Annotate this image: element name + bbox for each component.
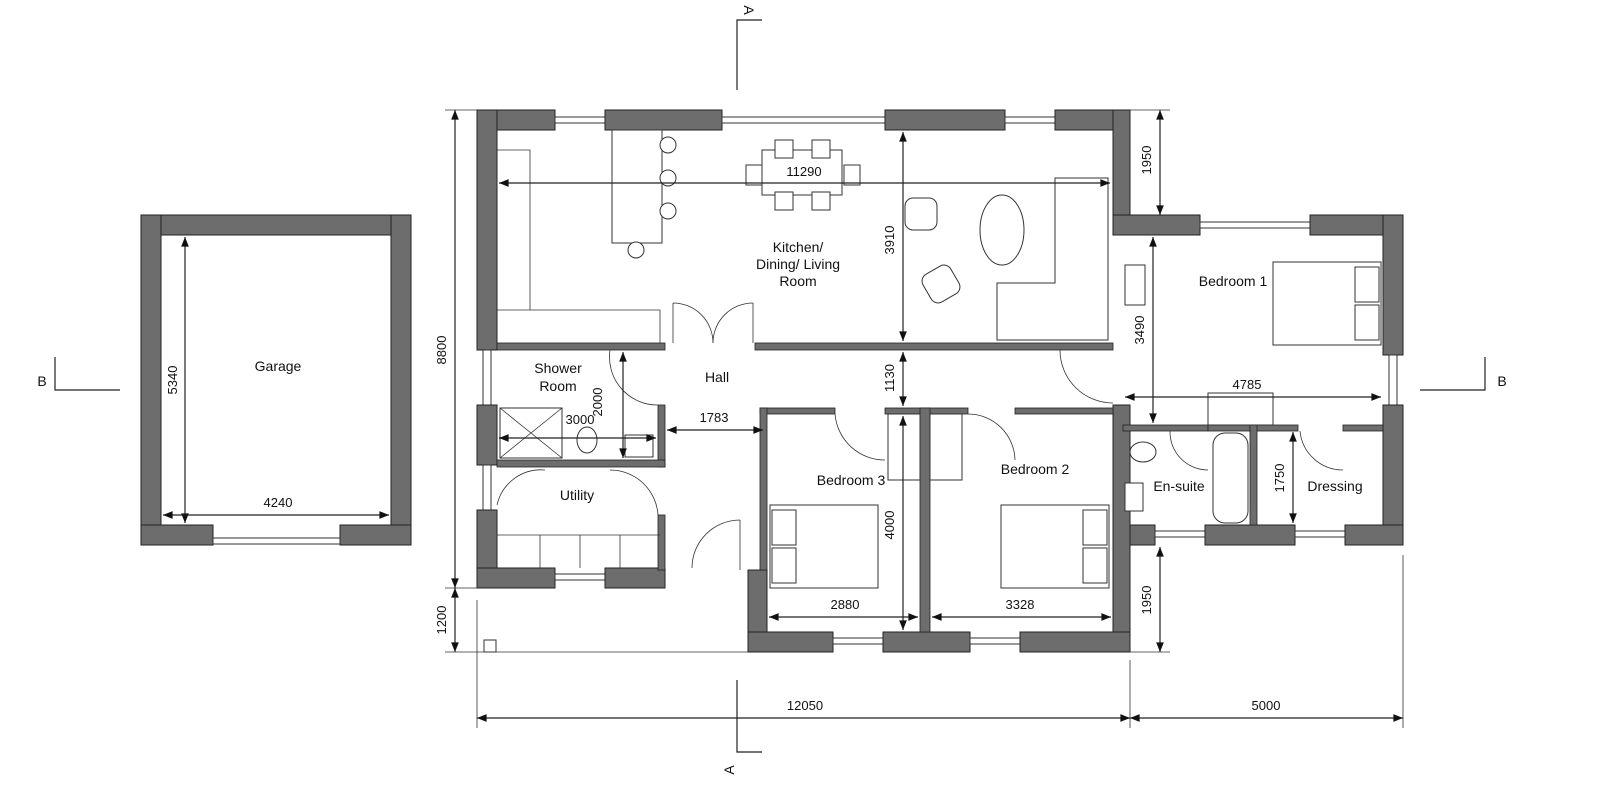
section-b-left-label: B	[37, 373, 46, 389]
dimension-labels: 11290 3910 1950 3490 4785 1750 1130 2000…	[165, 146, 1287, 713]
room-label-bedroom2: Bedroom 2	[1001, 461, 1070, 477]
dim-hall-width: 1783	[700, 410, 729, 425]
dim-wing-top-offset: 1950	[1139, 146, 1154, 175]
room-label-shower-2: Room	[539, 378, 576, 394]
room-label-bedroom3: Bedroom 3	[817, 472, 886, 488]
section-markers: A A B B	[37, 5, 1506, 774]
dim-wing-width: 5000	[1252, 698, 1281, 713]
kitchen-island	[611, 129, 663, 244]
garage-door	[212, 537, 341, 545]
garage-walls	[140, 214, 412, 546]
dim-bedroom3-width: 2880	[831, 597, 860, 612]
dim-wing-bottom-offset: 1950	[1139, 586, 1154, 615]
dim-bedroom1-depth: 3490	[1132, 316, 1147, 345]
dim-kitchen-depth: 3910	[882, 226, 897, 255]
dim-garage-depth: 5340	[165, 366, 180, 395]
section-a-bottom-label: A	[721, 765, 737, 775]
room-label-shower-1: Shower	[534, 360, 582, 376]
dim-kitchen-width: 11290	[786, 164, 821, 179]
ensuite-toilet	[1129, 441, 1157, 463]
room-label-kitchen-2: Dining/ Living	[756, 256, 840, 272]
room-label-kitchen-1: Kitchen/	[773, 239, 824, 255]
room-label-kitchen-3: Room	[779, 273, 816, 289]
dim-dressing-depth: 1750	[1272, 464, 1287, 493]
dim-bedroom-depth: 4000	[882, 511, 897, 540]
room-label-utility: Utility	[560, 487, 594, 503]
section-b-right-label: B	[1497, 373, 1506, 389]
dim-garage-width: 4240	[264, 495, 293, 510]
dim-shower-width: 3000	[566, 412, 595, 427]
armchair	[904, 197, 938, 231]
room-label-hall: Hall	[705, 369, 729, 385]
toilet	[576, 426, 598, 454]
dimension-lines	[163, 109, 1404, 728]
dim-bedroom2-width: 3328	[1006, 597, 1035, 612]
room-label-ensuite: En-suite	[1153, 478, 1205, 494]
doors	[496, 302, 1344, 570]
sofa	[996, 177, 1109, 341]
section-a-top-label: A	[741, 5, 757, 15]
room-labels: Garage Kitchen/ Dining/ Living Room Show…	[255, 239, 1363, 503]
ensuite-basin	[1124, 482, 1144, 512]
interior-walls	[496, 342, 1384, 633]
room-label-garage: Garage	[255, 358, 302, 374]
coffee-table	[979, 194, 1025, 266]
house-walls	[476, 109, 1404, 653]
dim-shower-depth: 2000	[590, 388, 605, 417]
dim-bedroom1-width: 4785	[1233, 377, 1262, 392]
dim-main-width: 12050	[787, 698, 823, 713]
room-label-bedroom1: Bedroom 1	[1199, 273, 1268, 289]
dim-hall-depth: 1130	[882, 364, 897, 392]
dim-porch-depth: 1200	[434, 606, 449, 635]
bath	[1212, 432, 1249, 524]
room-label-dressing: Dressing	[1307, 478, 1362, 494]
dim-overall-depth: 8800	[434, 336, 449, 365]
